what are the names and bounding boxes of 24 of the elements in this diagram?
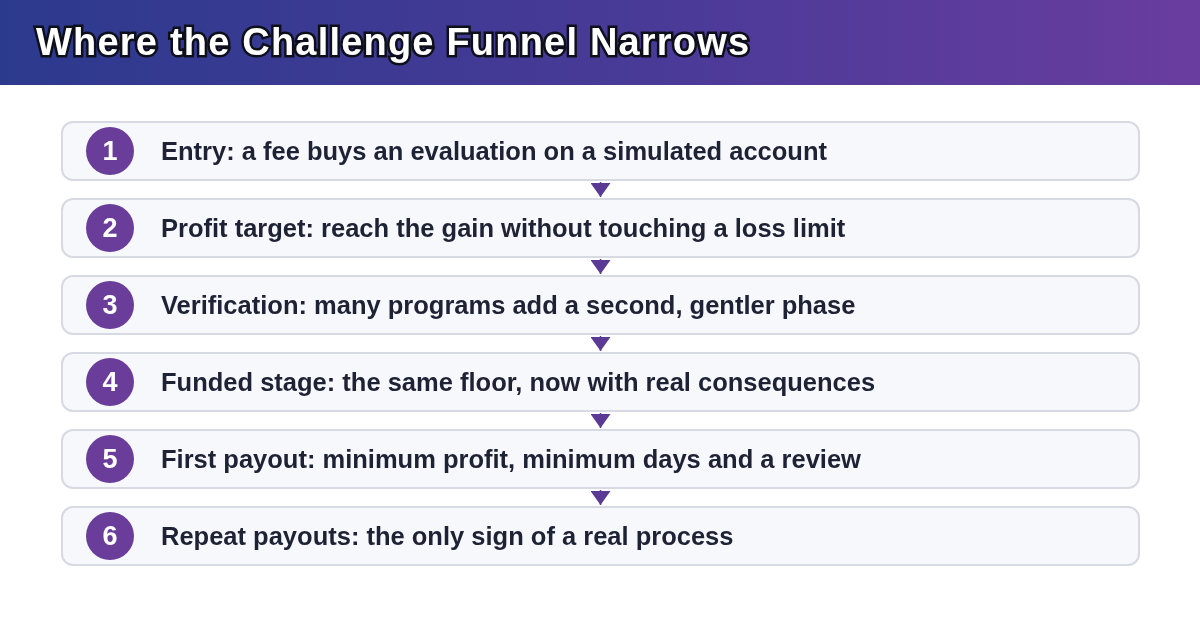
step-box <box>61 198 1140 258</box>
arrow <box>590 181 611 198</box>
step-text: Entry: a fee buys an evaluation on a simulated account <box>161 136 827 166</box>
step-number: 6 <box>86 512 134 560</box>
step-number: 5 <box>86 435 134 483</box>
step-box <box>61 429 1140 489</box>
arrow <box>590 489 611 506</box>
step-box <box>61 121 1140 181</box>
step-number: 3 <box>86 281 134 329</box>
step-number: 1 <box>86 127 134 175</box>
title: Where the Challenge Funnel Narrows <box>36 21 751 63</box>
step-box <box>61 275 1140 335</box>
step-text: Profit target: reach the gain without touching a loss limit <box>161 213 846 243</box>
step-box <box>61 352 1140 412</box>
step-number: 2 <box>86 204 134 252</box>
step-text: First payout: minimum profit, minimum days and a review <box>161 444 861 474</box>
arrow <box>590 258 611 275</box>
step-text: Repeat payouts: the only sign of a real process <box>161 521 734 551</box>
step-box <box>61 506 1140 566</box>
arrow <box>590 412 611 429</box>
step-text: Verification: many programs add a second, gentler phase <box>161 290 856 320</box>
arrow <box>590 335 611 352</box>
step-text: Funded stage: the same floor, now with real consequences <box>161 367 876 397</box>
step-number: 4 <box>86 358 134 406</box>
